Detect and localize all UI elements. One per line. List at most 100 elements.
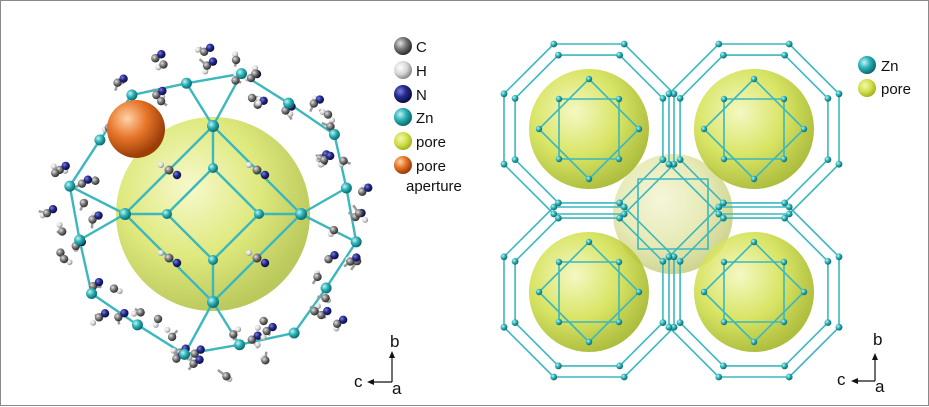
zinc-node	[721, 319, 727, 325]
zinc-node	[825, 258, 832, 265]
legend-label-nitrogen: N	[416, 87, 427, 104]
nitrogen-atom	[261, 259, 269, 267]
pore-sphere-top-right	[694, 69, 814, 189]
zinc-node	[556, 259, 562, 265]
zinc-node	[836, 90, 843, 97]
aperture-sphere-icon	[394, 156, 412, 174]
axis-label-c: c	[837, 370, 846, 389]
zinc-node	[781, 363, 788, 370]
zinc-node	[677, 319, 684, 326]
carbon-atom	[165, 166, 174, 175]
nitrogen-atom	[197, 345, 205, 353]
nitrogen-atom	[95, 278, 103, 286]
zinc-node	[586, 176, 592, 182]
zinc-sphere-icon	[394, 108, 412, 126]
carbon-atom	[222, 372, 230, 380]
zinc-atom	[162, 209, 172, 219]
pore-sphere-bottom-left	[529, 232, 649, 352]
zinc-node	[550, 204, 557, 211]
carbon-atom	[339, 157, 347, 165]
zinc-node	[621, 374, 628, 381]
zinc-node	[616, 215, 623, 222]
zinc-node	[825, 319, 832, 326]
zinc-node	[501, 90, 508, 97]
axis-label-b: b	[873, 330, 882, 349]
right-legend: Zn pore	[858, 56, 911, 98]
zinc-node	[556, 319, 562, 325]
carbon-atom	[253, 254, 262, 263]
zinc-node	[715, 41, 722, 48]
carbon-atom	[355, 209, 363, 217]
zinc-node	[801, 126, 807, 132]
carbon-atom	[330, 226, 338, 234]
zinc-node	[721, 259, 727, 265]
zinc-node	[512, 319, 519, 326]
zinc-node	[781, 215, 788, 222]
zinc-node	[621, 41, 628, 48]
zinc-atom	[295, 208, 307, 220]
carbon-sphere-icon	[394, 37, 412, 55]
zinc-atom	[208, 163, 218, 173]
zinc-node	[781, 259, 787, 265]
zinc-node	[550, 41, 557, 48]
zinc-node	[660, 258, 667, 265]
nitrogen-atom	[157, 50, 165, 58]
zinc-atom	[126, 90, 137, 101]
zinc-atom	[329, 129, 340, 140]
carbon-atom	[232, 56, 240, 64]
zinc-node	[666, 161, 673, 168]
hydrogen-atom	[255, 342, 261, 348]
hydrogen-sphere-icon	[394, 61, 412, 79]
zinc-node	[720, 215, 727, 222]
zinc-atom	[236, 68, 247, 79]
zinc-node	[677, 156, 684, 163]
zinc-node	[781, 156, 787, 162]
right-axis-indicator: b c a	[837, 330, 885, 396]
nitrogen-atom	[94, 211, 102, 219]
zinc-node	[636, 289, 642, 295]
carbon-atom	[91, 177, 99, 185]
nitrogen-atom	[339, 316, 347, 324]
zinc-atom	[341, 182, 352, 193]
zinc-node	[586, 76, 592, 82]
nitrogen-atom	[62, 162, 70, 170]
zinc-atom	[132, 319, 143, 330]
zinc-atom	[351, 236, 362, 247]
carbon-atom	[261, 356, 269, 364]
legend-label-pore: pore	[416, 134, 446, 151]
zinc-node	[636, 126, 642, 132]
zinc-node	[701, 289, 707, 295]
nitrogen-atom	[84, 175, 92, 183]
carbon-atom	[324, 110, 332, 118]
zif-cage-structure	[39, 44, 373, 382]
legend-label-hydrogen: H	[416, 63, 427, 80]
nitrogen-sphere-icon	[394, 85, 412, 103]
zinc-node	[666, 90, 673, 97]
zinc-node	[786, 374, 793, 381]
zinc-node	[512, 95, 519, 102]
zinc-node	[660, 319, 667, 326]
zinc-node	[836, 161, 843, 168]
carbon-atom	[159, 60, 167, 68]
carbon-atom	[154, 315, 162, 323]
zinc-node	[555, 52, 562, 59]
pore-sphere-icon	[394, 132, 412, 150]
carbon-atom	[313, 273, 321, 281]
nitrogen-atom	[316, 95, 324, 103]
zinc-node	[715, 204, 722, 211]
carbon-atom	[253, 166, 262, 175]
zinc-atom	[74, 235, 85, 246]
hydrogen-atom	[51, 163, 57, 169]
pore-sphere-bottom-right	[694, 232, 814, 352]
zinc-node	[616, 259, 622, 265]
zinc-node	[616, 319, 622, 325]
zinc-node	[721, 96, 727, 102]
hydrogen-atom	[158, 250, 164, 256]
hydrogen-atom	[131, 311, 137, 317]
legend-label-zinc: Zn	[416, 110, 434, 127]
hydrogen-atom	[90, 320, 96, 326]
hydrogen-atom	[362, 217, 368, 223]
zinc-node	[666, 253, 673, 260]
